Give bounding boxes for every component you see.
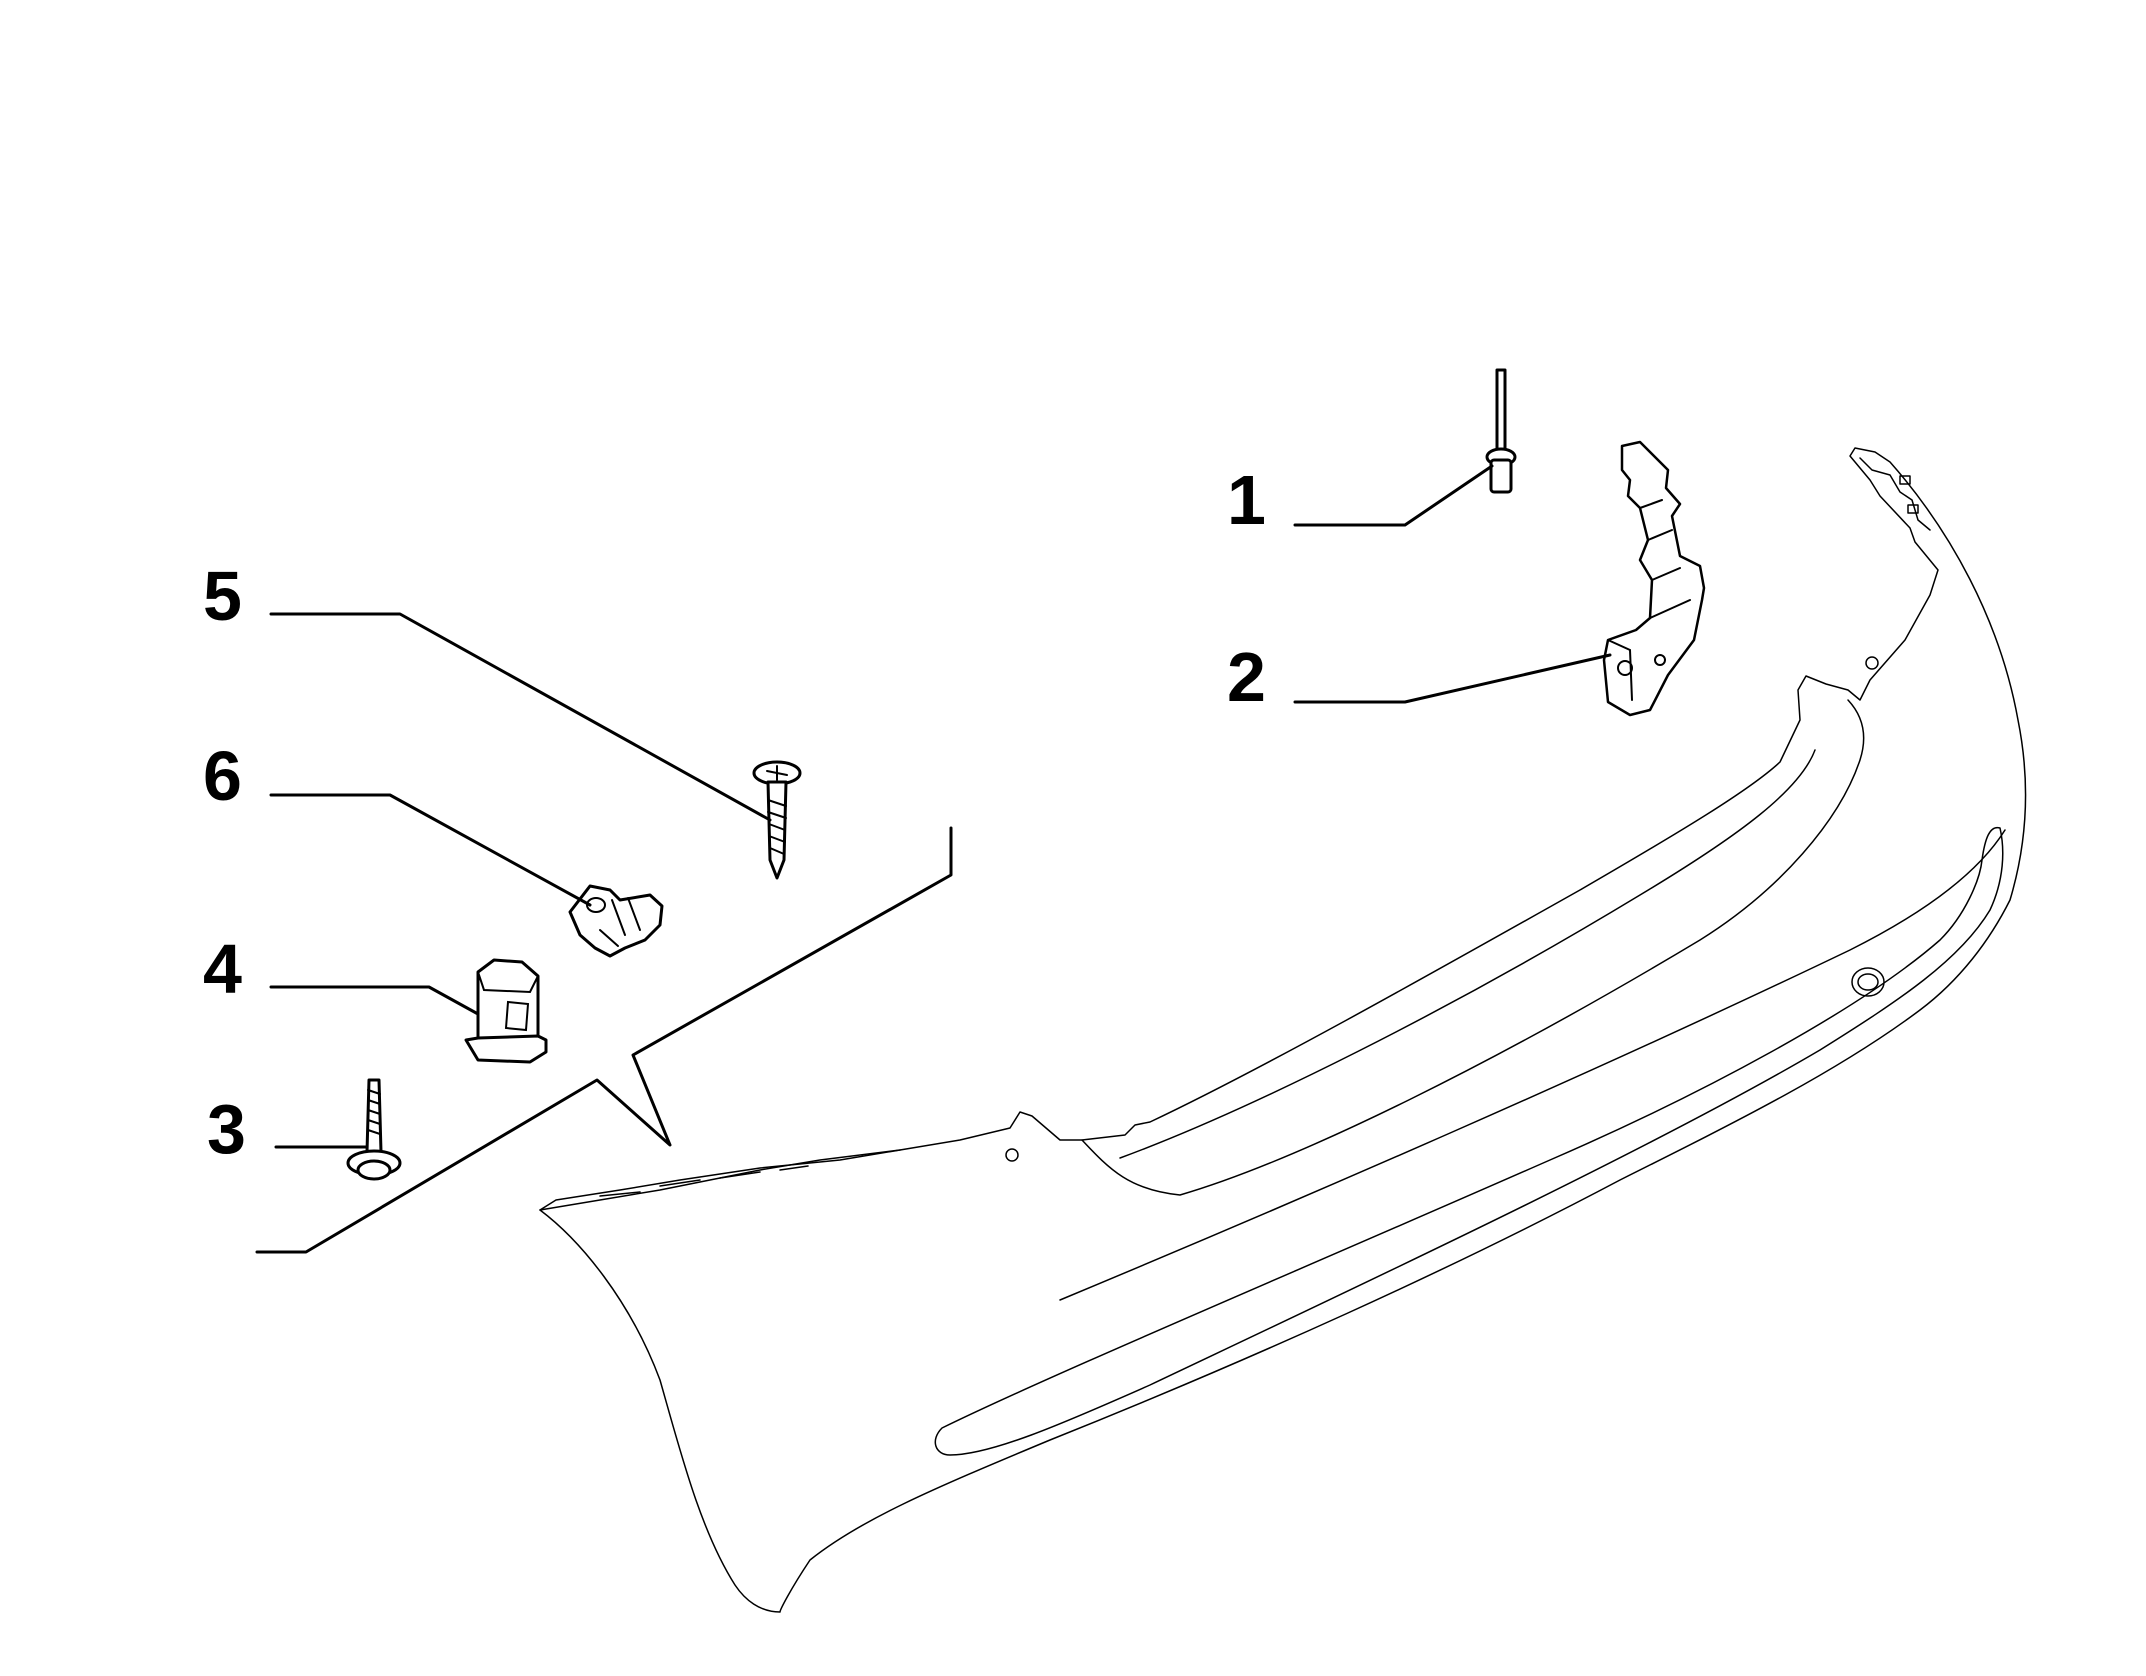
callout-4: 4 — [203, 930, 242, 1008]
bumper-mount-hole — [1005, 1148, 1019, 1162]
leader-line-2 — [1293, 653, 1612, 704]
detail-frame-outline — [255, 826, 953, 1254]
detail-frame — [255, 826, 953, 1254]
screw-threads — [767, 799, 787, 855]
callout-6: 6 — [203, 737, 242, 815]
bumper-cover — [539, 447, 2027, 1613]
bracket-hole — [1617, 660, 1633, 676]
callout-5: 5 — [203, 557, 242, 635]
bumper-top-edge — [539, 1149, 901, 1211]
part-2-bracket — [1602, 440, 1706, 717]
leader-line-6 — [269, 793, 592, 907]
leader-line-5 — [269, 612, 772, 822]
part-4-cap — [464, 958, 548, 1064]
cap-base — [464, 1034, 548, 1064]
bracket-face — [1607, 639, 1633, 701]
bumper-upper-rib-inner — [1119, 749, 1816, 1159]
rivet-body — [1489, 458, 1513, 494]
bumper-corner-hole — [1865, 656, 1879, 670]
cap-window — [504, 1000, 530, 1032]
rivet-stem — [1495, 368, 1507, 452]
bracket-inner-edge — [1639, 499, 1691, 619]
bumper-left-slots — [599, 1165, 809, 1197]
part-5-screw — [752, 760, 802, 880]
bumper-lower-crease — [1059, 829, 2006, 1301]
bumper-upper-rib — [1081, 699, 1865, 1196]
leader-lines — [269, 464, 1612, 1149]
bolt-threads — [367, 1089, 381, 1135]
callout-numbers: 1 2 3 4 5 6 — [203, 461, 1266, 1168]
bumper-corner-slot — [1899, 475, 1911, 485]
leader-line-4 — [269, 985, 480, 1016]
bumper-lower-recess — [934, 826, 2004, 1456]
bumper-outline — [539, 447, 2027, 1613]
bumper-corner-slot-2 — [1907, 504, 1919, 514]
part-1-rivet — [1485, 368, 1517, 494]
callout-2: 2 — [1227, 638, 1266, 716]
parking-sensor-hole — [1851, 967, 1885, 997]
cap-top — [477, 971, 539, 994]
screw-cross — [766, 765, 788, 781]
parking-sensor-hole-inner — [1857, 973, 1879, 991]
bracket-hole-2 — [1654, 654, 1666, 666]
leader-line-1 — [1293, 464, 1494, 527]
callout-1: 1 — [1227, 461, 1266, 539]
clip-body — [568, 884, 664, 958]
callout-3: 3 — [207, 1090, 246, 1168]
part-6-clip — [568, 884, 664, 958]
bolt-head — [356, 1159, 392, 1181]
clip-fold — [599, 897, 641, 947]
part-3-bolt — [346, 1078, 402, 1181]
bumper-corner-tab — [1859, 457, 1931, 531]
